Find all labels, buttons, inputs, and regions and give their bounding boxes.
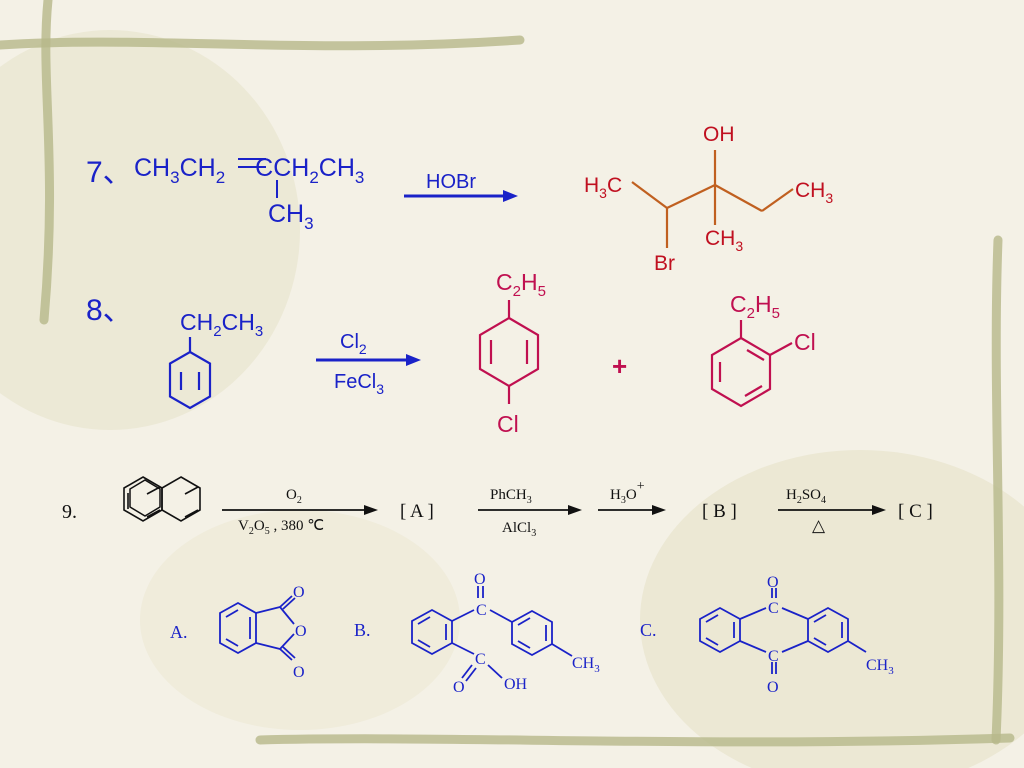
step4-heat: △ bbox=[812, 516, 826, 535]
answer-c-label: C. bbox=[640, 620, 657, 640]
step4-h2so4: H2SO4 bbox=[786, 487, 826, 506]
answer-b-ch3: CH3 bbox=[572, 655, 600, 675]
plus-sign: + bbox=[612, 351, 627, 381]
step1-arrow-head bbox=[364, 505, 378, 515]
reactant-8-ethyl: CH2CH3 bbox=[180, 309, 263, 340]
problem-9: 9. O2 V2O5 , 380 ℃ [ A ] PhCH3 bbox=[62, 476, 933, 696]
intermediate-a: [ A ] bbox=[400, 501, 434, 522]
reagent-cl2: Cl2 bbox=[340, 331, 367, 357]
phthalic-anhydride bbox=[219, 595, 296, 661]
answer-b-o-bot: O bbox=[453, 679, 465, 696]
step4-arrow-head bbox=[872, 505, 886, 515]
keto-acid bbox=[411, 586, 573, 682]
answer-c-ch3: CH3 bbox=[866, 657, 894, 677]
problem-9-number: 9. bbox=[62, 501, 77, 523]
answer-c-o-bot: O bbox=[767, 679, 779, 696]
step1-catalyst: V2O5 , 380 ℃ bbox=[238, 518, 324, 537]
problem-8-number: 8、 bbox=[86, 294, 133, 327]
product-7-ch3-down: CH3 bbox=[705, 227, 743, 254]
para-chloro-ring bbox=[478, 300, 540, 404]
problem-7-number: 7、 bbox=[86, 156, 133, 189]
ortho-chloro-ring bbox=[710, 320, 793, 408]
reaction-arrow-8-head bbox=[406, 354, 421, 366]
answer-b-label: B. bbox=[354, 620, 371, 640]
problem-8: 8、 CH2CH3 Cl2 FeCl3 C2H5 Cl bbox=[86, 269, 816, 437]
answer-a-o-bot: O bbox=[293, 664, 305, 681]
answer-b-oh: OH bbox=[504, 676, 528, 693]
naphthalene bbox=[129, 479, 161, 517]
step2-alcl3: AlCl3 bbox=[502, 520, 536, 539]
answer-c-c-top: C bbox=[768, 600, 779, 617]
answer-b-c-bot: C bbox=[475, 651, 486, 668]
answer-a-label: A. bbox=[170, 622, 188, 642]
step3-h3o: H3O+ bbox=[610, 479, 645, 506]
answer-a-o-ring: O bbox=[295, 623, 307, 640]
reaction-arrow-7-head bbox=[503, 190, 518, 202]
step3-arrow-head bbox=[652, 505, 666, 515]
product-8b-cl: Cl bbox=[794, 329, 816, 355]
step1-o2: O2 bbox=[286, 487, 302, 506]
answer-c-c-bot: C bbox=[768, 648, 779, 665]
product-7-skeleton bbox=[631, 150, 794, 248]
product-8b-ethyl: C2H5 bbox=[730, 291, 780, 322]
product-7-br: Br bbox=[654, 252, 675, 275]
reagent-fecl3: FeCl3 bbox=[334, 371, 384, 397]
answer-b-c-top: C bbox=[476, 602, 487, 619]
product-7-oh: OH bbox=[703, 123, 735, 146]
branch-methyl: CH3 bbox=[268, 200, 314, 233]
product-7-h3c: H3C bbox=[584, 174, 622, 201]
product-8a-ethyl: C2H5 bbox=[496, 269, 546, 300]
step2-phch3: PhCH3 bbox=[490, 487, 532, 506]
ethylbenzene-ring bbox=[168, 337, 212, 410]
answer-c-o-top: O bbox=[767, 574, 779, 591]
naphthalene-rings bbox=[123, 476, 201, 522]
answer-b-o-top: O bbox=[474, 571, 486, 588]
product-c: [ C ] bbox=[898, 501, 933, 522]
product-7-ch3-right: CH3 bbox=[795, 179, 833, 206]
product-8a-cl: Cl bbox=[497, 411, 519, 437]
answer-a-o-top: O bbox=[293, 584, 305, 601]
methylanthraquinone bbox=[699, 588, 867, 674]
reagent-hobr: HOBr bbox=[426, 171, 476, 193]
step2-arrow-head bbox=[568, 505, 582, 515]
intermediate-b: [ B ] bbox=[702, 501, 737, 522]
